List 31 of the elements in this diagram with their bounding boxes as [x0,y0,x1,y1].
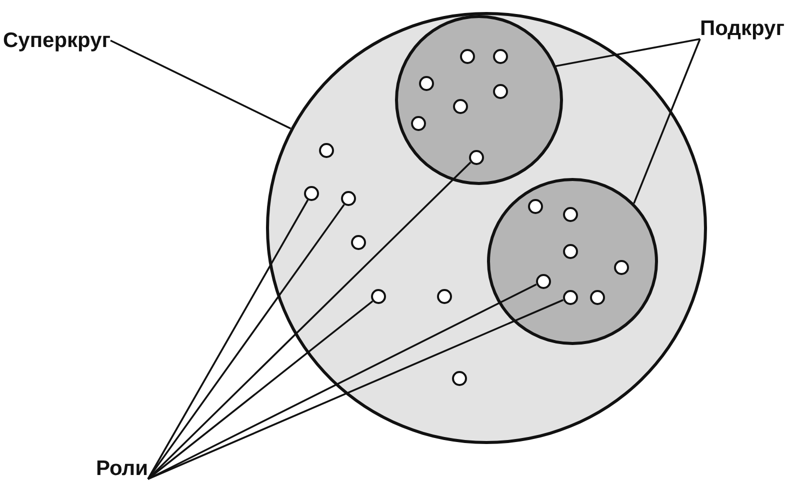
callout-label: Суперкруг [3,30,111,51]
role-dot [371,289,386,304]
callout-label: Роли [96,458,148,479]
role-dot [418,76,434,90]
role-dot [492,84,508,98]
role-dot [460,48,474,64]
role-dot [452,371,467,386]
role-dot [562,244,578,258]
leader-line [147,204,345,480]
role-dot [492,48,508,64]
leader-line [633,38,701,204]
leader-line [556,38,700,67]
role-dot [341,191,356,206]
leader-line [147,162,472,480]
role-dot [437,289,452,304]
leader-line [147,200,309,480]
leader-line [110,40,292,130]
role-dot [468,150,484,164]
callout-label: Подкруг [700,18,784,39]
role-dot [304,186,319,201]
role-dot [319,143,334,158]
role-dot [351,235,366,250]
role-dot [562,290,578,304]
role-dot [590,290,604,304]
leader-line [147,300,374,480]
role-dot [562,206,578,222]
role-dot [614,260,628,274]
role-dot [410,116,426,130]
role-dot [452,98,468,114]
role-dot [536,274,550,288]
role-dot [528,198,542,214]
